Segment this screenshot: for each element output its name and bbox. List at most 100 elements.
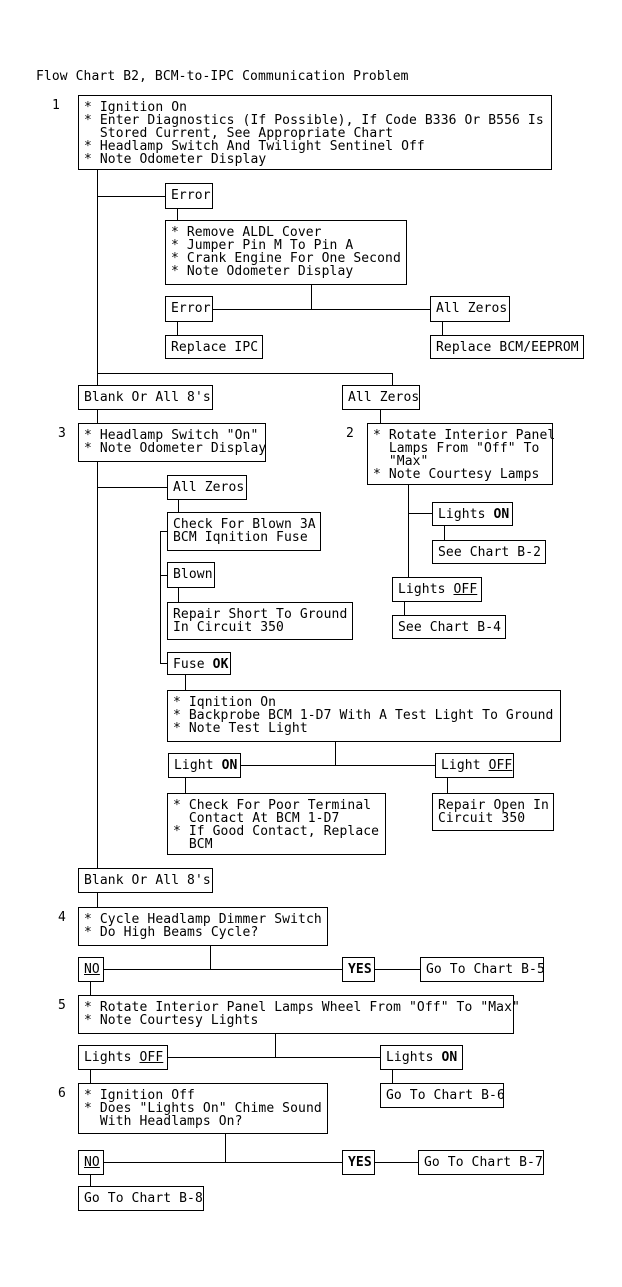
- node-text-line: * Remove ALDL Cover: [171, 225, 322, 240]
- node-text-line: * Check For Poor Terminal: [173, 798, 372, 813]
- connector-line: [375, 969, 420, 970]
- node-replace-bcm-eeprom: Replace BCM/EEPROM: [430, 335, 584, 359]
- connector-line: [90, 1175, 91, 1186]
- connector-line: [168, 1057, 380, 1058]
- node-step4: * Cycle Headlamp Dimmer Switch* Do High …: [78, 907, 328, 946]
- connector-line: [408, 485, 409, 577]
- node-text-line: * Note Courtesy Lights: [84, 1013, 259, 1028]
- node-yes-2: YES: [342, 1150, 375, 1175]
- node-text-line: * Jumper Pin M To Pin A: [171, 238, 354, 253]
- node-text-line: * Rotate Interior Panel: [373, 428, 556, 443]
- step-number-6: 6: [58, 1086, 66, 1101]
- connector-line: [225, 1134, 226, 1162]
- node-lights-on-2: Lights ON: [380, 1045, 463, 1070]
- node-step2: * Rotate Interior Panel Lamps From "Off"…: [367, 423, 556, 485]
- connector-line: [241, 765, 435, 766]
- connector-line: [408, 513, 432, 514]
- step-number-1: 1: [52, 98, 60, 113]
- connector-line: [97, 410, 98, 423]
- node-label-emphasis: ON: [221, 758, 238, 773]
- connector-line: [404, 602, 405, 615]
- node-text-line: Repair Open In: [438, 798, 549, 813]
- node-step5: * Rotate Interior Panel Lamps Wheel From…: [78, 995, 520, 1034]
- connector-line: [160, 575, 167, 576]
- node-text-line: * Enter Diagnostics (If Possible), If Co…: [84, 113, 544, 128]
- node-label-emphasis: OFF: [453, 582, 478, 597]
- node-text-line: Repair Short To Ground: [173, 607, 348, 622]
- node-blank-or-all-8s-1: Blank Or All 8's: [78, 385, 213, 410]
- node-lights-off-right: Lights OFF: [392, 577, 482, 602]
- node-see-chart-b4: See Chart B-4: [392, 615, 506, 639]
- connector-line: [275, 1034, 276, 1057]
- node-text-line: * Rotate Interior Panel Lamps Wheel From…: [84, 1000, 520, 1015]
- node-blank-or-all-8s-2: Blank Or All 8's: [78, 868, 213, 893]
- connector-line: [177, 209, 178, 220]
- connector-line: [311, 285, 312, 309]
- node-label: Fuse: [173, 657, 213, 672]
- connector-line: [392, 373, 393, 385]
- node-text-line: BCM: [173, 837, 213, 852]
- node-fuse-ok: Fuse OK: [167, 652, 231, 675]
- node-text-line: Check For Blown 3A: [173, 517, 316, 532]
- node-check-poor-terminal: * Check For Poor Terminal Contact At BCM…: [167, 793, 386, 855]
- node-text-line: * Ignition Off: [84, 1088, 195, 1103]
- connector-line: [178, 500, 179, 512]
- node-label-emphasis: OK: [212, 657, 229, 672]
- connector-line: [444, 526, 445, 540]
- node-aldl-steps: * Remove ALDL Cover* Jumper Pin M To Pin…: [165, 220, 407, 285]
- connector-line: [375, 1162, 418, 1163]
- node-step6: * Ignition Off* Does "Lights On" Chime S…: [78, 1083, 328, 1134]
- node-text-line: * Cycle Headlamp Dimmer Switch: [84, 912, 322, 927]
- connector-line: [213, 309, 430, 310]
- connector-line: [104, 1162, 342, 1163]
- node-step3: * Headlamp Switch "On"* Note Odometer Di…: [78, 423, 266, 462]
- node-text-line: * Note Courtesy Lamps: [373, 467, 540, 482]
- node-label: Lights: [84, 1050, 140, 1065]
- connector-line: [97, 462, 98, 868]
- node-text-line: Circuit 350: [438, 811, 526, 826]
- node-label-emphasis: OFF: [488, 758, 513, 773]
- connector-line: [97, 893, 98, 907]
- node-text-line: * Backprobe BCM 1-D7 With A Test Light T…: [173, 708, 554, 723]
- step-number-2: 2: [346, 426, 354, 441]
- node-text-line: Lamps From "Off" To: [373, 441, 540, 456]
- node-step1: * Ignition On* Enter Diagnostics (If Pos…: [78, 95, 552, 170]
- node-text-line: Stored Current, See Appropriate Chart: [84, 126, 394, 141]
- connector-line: [160, 531, 167, 532]
- connector-line: [185, 675, 186, 690]
- connector-line: [177, 322, 178, 335]
- node-label: YES: [348, 962, 372, 977]
- node-lights-off-2: Lights OFF: [78, 1045, 168, 1070]
- node-text-line: * Crank Engine For One Second: [171, 251, 401, 266]
- step-number-3: 3: [58, 426, 66, 441]
- node-label: Light: [441, 758, 489, 773]
- node-error-2: Error: [165, 296, 213, 322]
- node-label: NO: [84, 962, 100, 977]
- node-goto-chart-b8: Go To Chart B-8: [78, 1186, 204, 1211]
- chart-title: Flow Chart B2, BCM-to-IPC Communication …: [36, 69, 409, 84]
- node-backprobe: * Iqnition On* Backprobe BCM 1-D7 With A…: [167, 690, 561, 742]
- node-text-line: * Headlamp Switch "On": [84, 428, 259, 443]
- connector-line: [380, 410, 381, 423]
- connector-line: [335, 742, 336, 765]
- step-number-4: 4: [58, 910, 66, 925]
- node-text-line: "Max": [373, 454, 429, 469]
- node-label-emphasis: ON: [493, 507, 510, 522]
- node-text-line: * Note Test Light: [173, 721, 308, 736]
- node-text-line: * Note Odometer Display: [84, 152, 267, 167]
- connector-line: [97, 373, 393, 374]
- connector-line: [210, 946, 211, 969]
- node-label: Lights: [438, 507, 494, 522]
- node-text-line: * Ignition On: [84, 100, 188, 115]
- node-label-emphasis: OFF: [139, 1050, 164, 1065]
- connector-line: [185, 778, 186, 793]
- connector-line: [97, 487, 167, 488]
- node-text-line: * Headlamp Switch And Twilight Sentinel …: [84, 139, 425, 154]
- node-text-line: * Iqnition On: [173, 695, 277, 710]
- node-text-line: In Circuit 350: [173, 620, 284, 635]
- connector-line: [90, 1070, 91, 1083]
- connector-line: [447, 778, 448, 793]
- node-all-zeros-left: All Zeros: [167, 475, 247, 500]
- node-text-line: * Note Odometer Display: [171, 264, 354, 279]
- node-light-on: Light ON: [168, 753, 241, 778]
